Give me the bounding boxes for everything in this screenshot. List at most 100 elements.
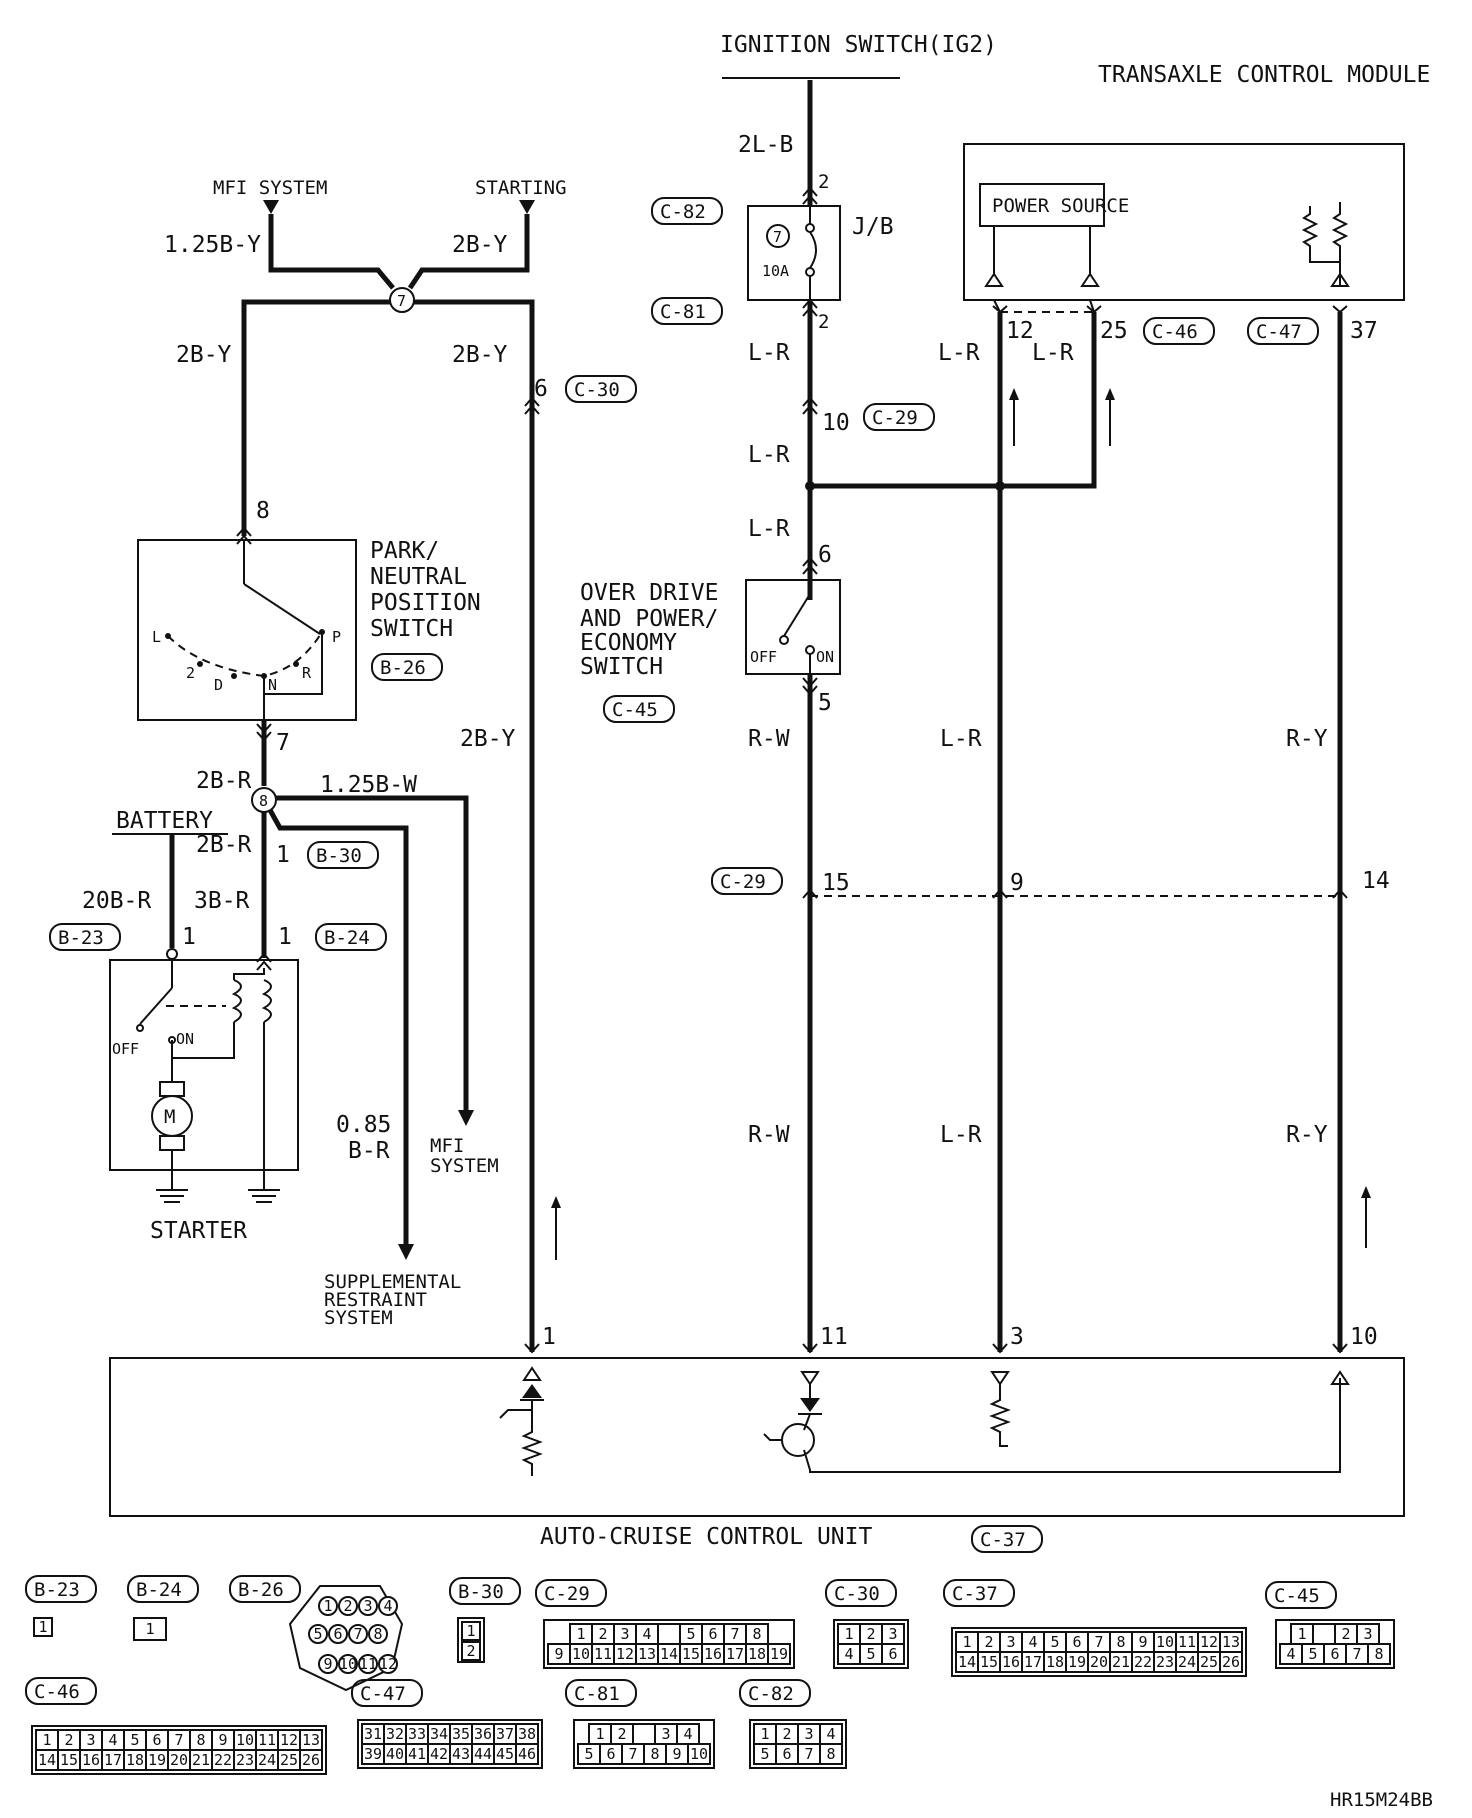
pin-c47-37: 37 <box>1350 318 1378 344</box>
face-pin-label: 21 <box>192 1751 210 1769</box>
wire-label-LR-1: L-R <box>748 340 790 366</box>
acu-box <box>109 1357 1405 1517</box>
face-pin-label: 5 <box>866 1645 875 1663</box>
face-pin-label: 17 <box>726 1645 744 1663</box>
acu-transistor-leads <box>803 1378 1341 1473</box>
face-pin-b26 <box>328 1624 348 1644</box>
od-switch-label-1: OVER DRIVE <box>580 580 718 606</box>
face-pin-label: 10 <box>690 1745 708 1763</box>
srs-label-1: SUPPLEMENTAL <box>324 1271 461 1293</box>
face-pin-label: 44 <box>474 1745 492 1763</box>
od-switch-on-term <box>805 645 815 655</box>
face-pin-label: 9 <box>1138 1633 1147 1651</box>
svg-text:B-24: B-24 <box>324 927 370 949</box>
svg-text:B-26: B-26 <box>380 657 426 679</box>
face-pin-label: 1 <box>576 1625 585 1643</box>
svg-text:10: 10 <box>339 1655 357 1673</box>
ps-triangle-right <box>1080 272 1100 287</box>
acu-resistor-3-icon <box>989 1384 1011 1447</box>
svg-text:C-47: C-47 <box>1256 321 1302 343</box>
face-pin-c37 <box>1219 1651 1243 1673</box>
jb-label: J/B <box>852 214 894 240</box>
wire-2BY-right <box>414 299 535 1352</box>
face-pin-b30 <box>461 1621 481 1641</box>
face-pin-label: 32 <box>386 1725 404 1743</box>
wire-2BY-starting <box>407 214 530 290</box>
wire-085BR <box>267 808 409 1244</box>
conn-arrow-acu-11 <box>802 1343 818 1354</box>
face-pin-label: 2 <box>866 1625 875 1643</box>
face-tag-c37: C-37 <box>943 1579 1015 1607</box>
svg-text:C-82: C-82 <box>748 1683 794 1705</box>
pnp-pos-R: R <box>302 664 312 682</box>
pnp-dot-r <box>293 661 299 667</box>
face-pin-label: 6 <box>888 1645 897 1663</box>
face-pin-label: 3 <box>1006 1633 1015 1651</box>
face-tag-c46: C-46 <box>25 1677 97 1705</box>
pnp-pos-L: L <box>152 628 161 646</box>
svg-text:9: 9 <box>323 1655 332 1673</box>
connector-tag-c29-top: C-29 <box>863 403 935 431</box>
wire-label-RW-2: R-W <box>748 1122 790 1148</box>
face-pin-label: 7 <box>730 1625 739 1643</box>
pin-jb-2-top: 2 <box>818 171 829 193</box>
face-pin-label: 25 <box>280 1751 298 1769</box>
face-pin-label: 1 <box>42 1731 51 1749</box>
svg-text:7: 7 <box>353 1625 362 1643</box>
motor-brush-bottom <box>159 1135 185 1151</box>
svg-text:3: 3 <box>363 1597 372 1615</box>
face-pin-b26 <box>338 1596 358 1616</box>
pin-c46-12: 12 <box>1006 318 1034 344</box>
pin-c30-6: 6 <box>534 376 548 402</box>
face-pin-b26 <box>358 1596 378 1616</box>
face-pin-label: 13 <box>1222 1633 1240 1651</box>
conn-arrow-b26-8 <box>236 526 252 545</box>
wire-label-20BR: 20B-R <box>82 888 151 914</box>
face-pin-label: 20 <box>170 1751 188 1769</box>
svg-text:C-46: C-46 <box>34 1681 80 1703</box>
face-pin-label: 25 <box>1200 1653 1218 1671</box>
connector-tag-c81: C-81 <box>651 297 723 325</box>
tcm-label: TRANSAXLE CONTROL MODULE <box>1098 62 1430 88</box>
face-pin-label: 11 <box>1178 1633 1196 1651</box>
svg-text:C-81: C-81 <box>660 301 706 323</box>
conn-arrow-c29-15 <box>802 888 818 899</box>
face-pin-label: 15 <box>60 1751 78 1769</box>
connector-tag-c29-mid: C-29 <box>711 867 783 895</box>
pin-jb-2-bottom: 2 <box>818 311 829 333</box>
od-off-label: OFF <box>750 648 777 666</box>
conn-arrow-c45-6 <box>802 556 818 575</box>
acu-diode-1-icon <box>522 1384 542 1398</box>
face-pin-label: 26 <box>1222 1653 1240 1671</box>
wire-label-LR-2: L-R <box>748 442 790 468</box>
face-pin-label: 10 <box>1156 1633 1174 1651</box>
face-pin-label: 7 <box>174 1731 183 1749</box>
face-tag-c45: C-45 <box>1265 1581 1337 1609</box>
tcm-triangle <box>1330 272 1350 287</box>
mfi-out-label-1: MFI <box>430 1135 464 1157</box>
face-pin-b26 <box>308 1624 328 1644</box>
diagram-code: HR15M24BB <box>1330 1789 1433 1811</box>
ignition-switch-label: IGNITION SWITCH(IG2) <box>720 32 997 58</box>
connector-tag-c47: C-47 <box>1247 317 1319 345</box>
face-pin-label: 3 <box>804 1725 813 1743</box>
face-pin-b30 <box>461 1641 481 1661</box>
face-pin-label: 7 <box>804 1745 813 1763</box>
connector-tag-b23: B-23 <box>49 923 121 951</box>
starter-on-label: ON <box>176 1030 194 1048</box>
pnp-dot-2 <box>197 661 203 667</box>
face-pin-label: 16 <box>704 1645 722 1663</box>
connector-tag-b26: B-26 <box>371 653 443 681</box>
pnp-dot-d <box>231 673 237 679</box>
svg-text:C-81: C-81 <box>574 1683 620 1705</box>
fuse-term-top <box>805 223 815 233</box>
wire-label-3BR: 3B-R <box>194 888 250 914</box>
face-pin-label: 26 <box>302 1751 320 1769</box>
conn-arrow-c29-9 <box>992 888 1008 899</box>
svg-text:C-29: C-29 <box>872 407 918 429</box>
svg-text:B-23: B-23 <box>58 927 104 949</box>
pin-c29-9: 9 <box>1010 870 1024 896</box>
